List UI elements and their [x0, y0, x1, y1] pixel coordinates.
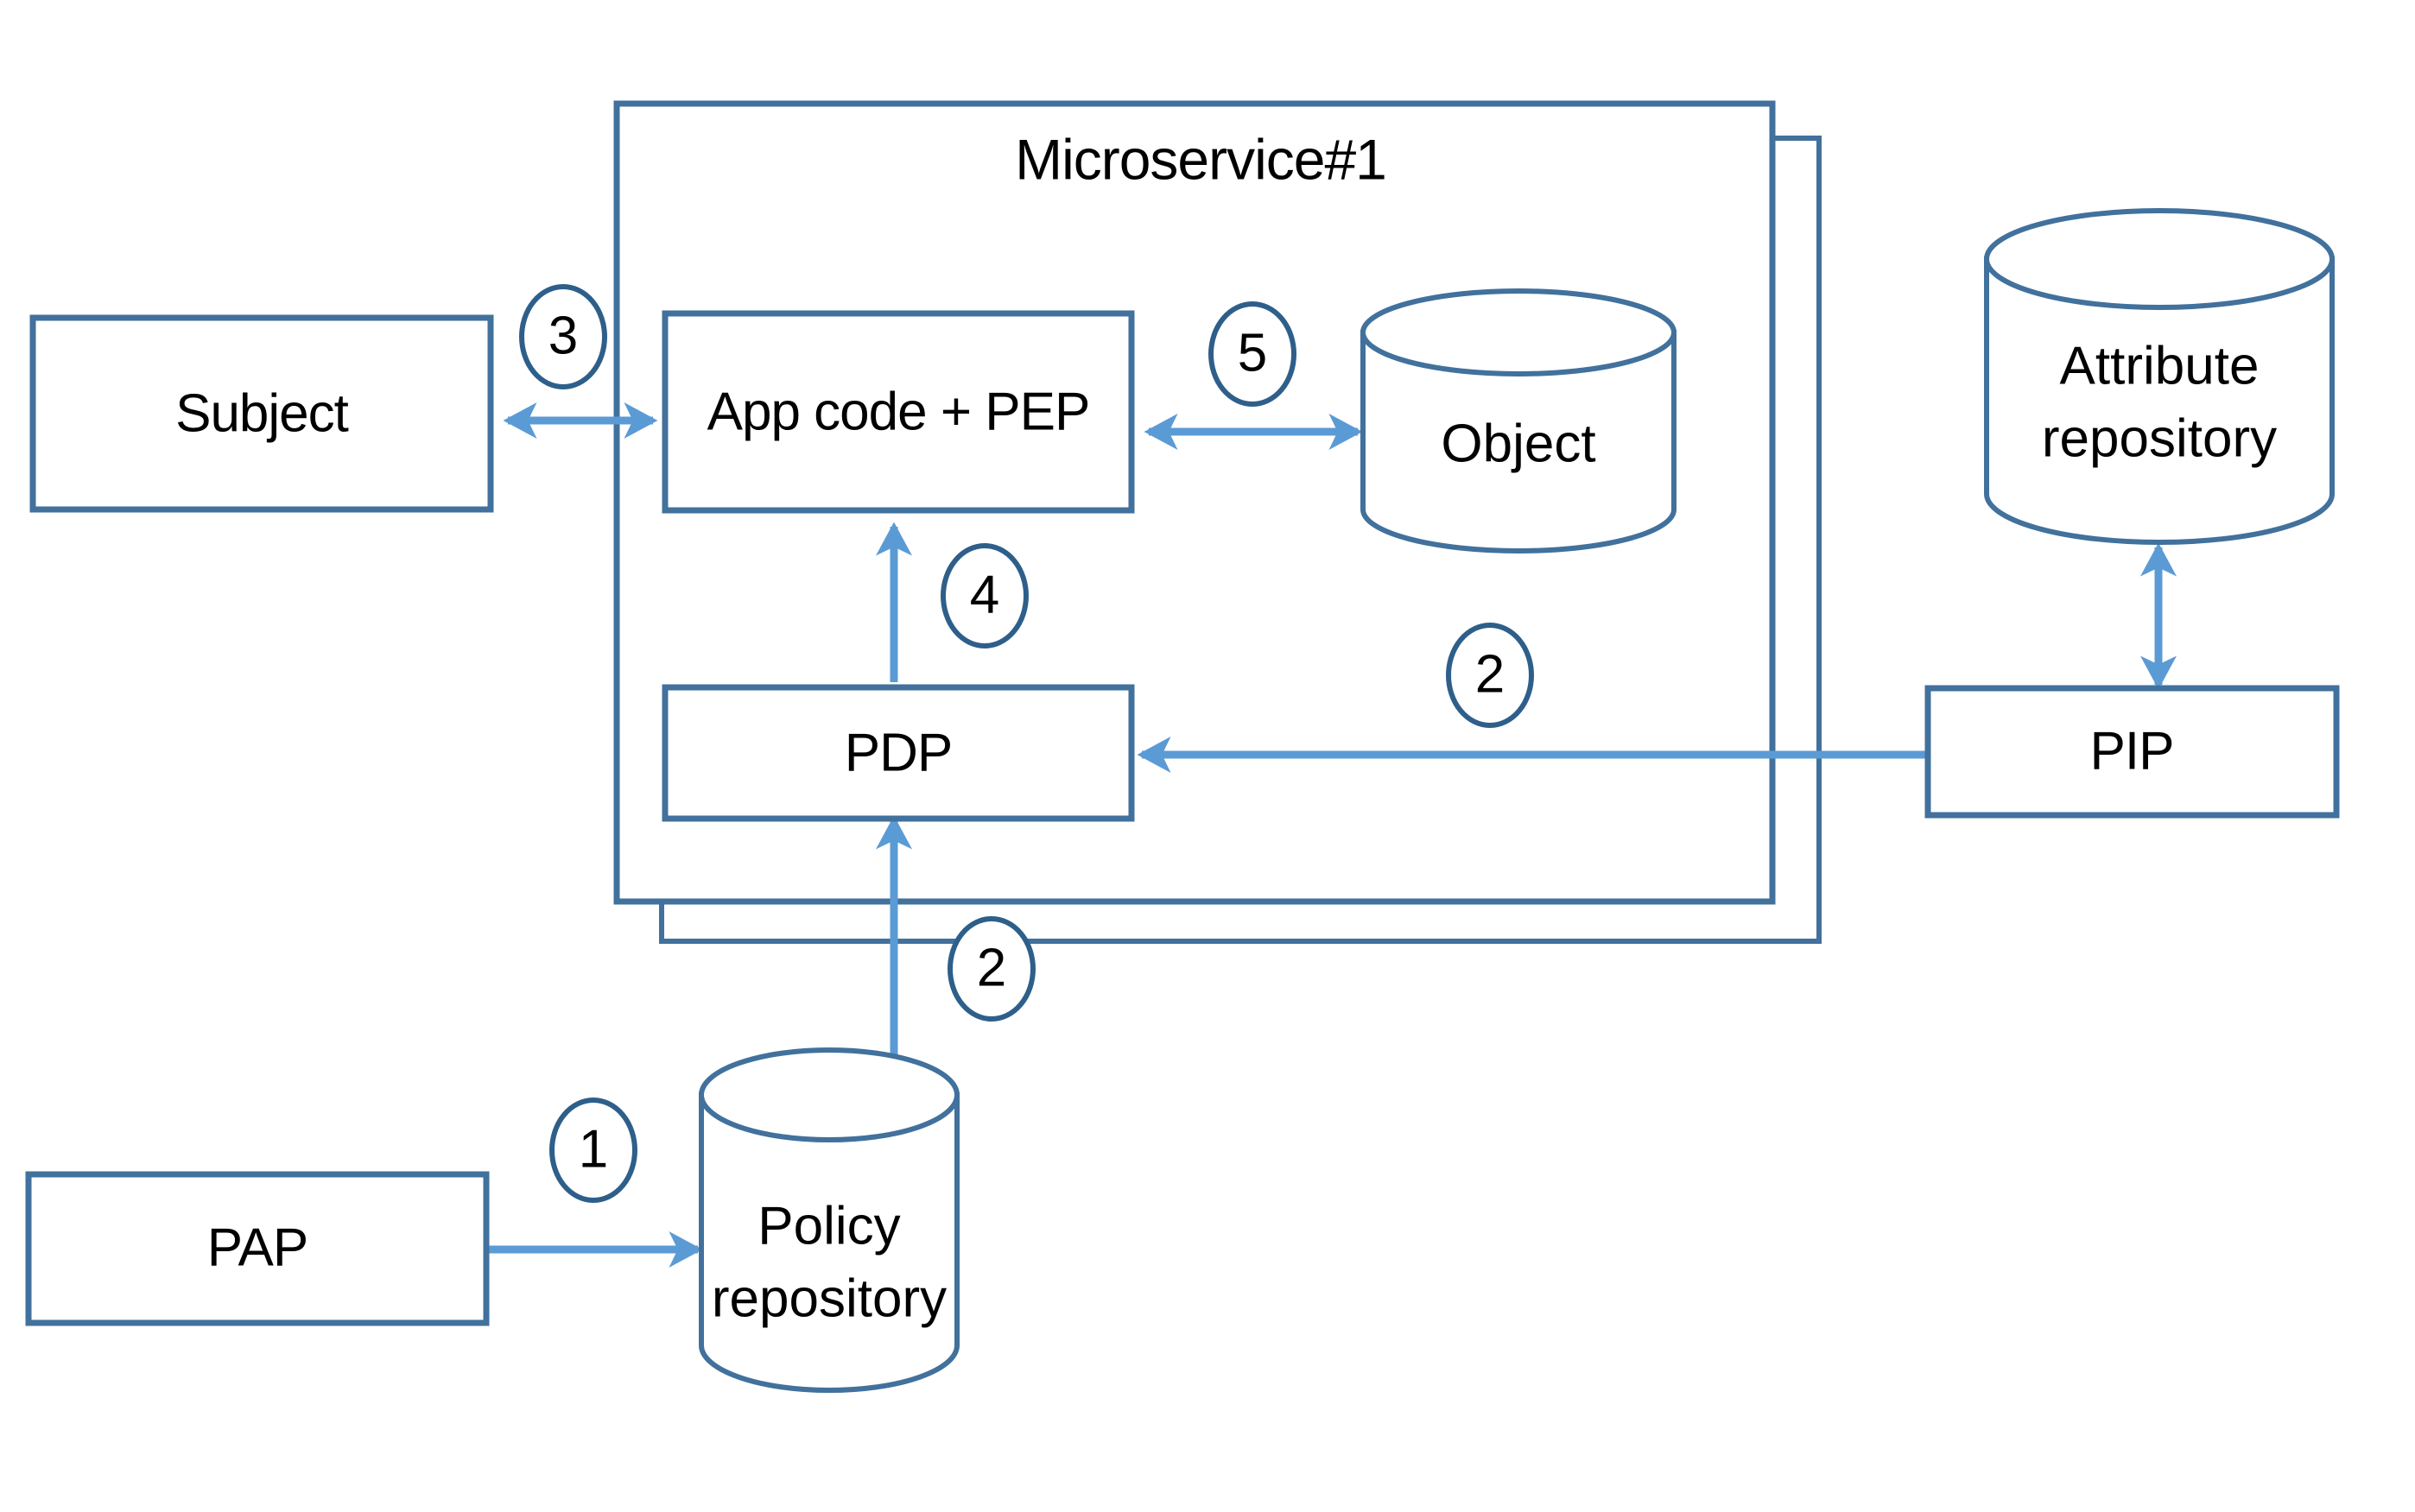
microservice-title: Microservice#1	[1015, 127, 1386, 191]
step-marker-5-ellipse	[1208, 301, 1296, 407]
step-marker-3[interactable]: 3	[519, 284, 607, 389]
node-pap[interactable]: PAP	[25, 1171, 490, 1326]
pap-rect	[25, 1171, 490, 1326]
node-attribute-repository[interactable]: Attribute repository	[1984, 208, 2335, 545]
attribute-repository-label-line2: repository	[2042, 408, 2277, 468]
pdp-rect	[662, 684, 1135, 822]
pip-label: PIP	[2090, 721, 2174, 781]
pap-label: PAP	[207, 1218, 307, 1277]
step-marker-3-label: 3	[548, 306, 578, 365]
step-marker-2-policy-label: 2	[977, 938, 1006, 997]
app-code-pep-label: App code + PEP	[707, 382, 1090, 441]
pip-rect	[1924, 685, 2340, 819]
policy-repository-cylinder-top	[699, 1047, 960, 1142]
step-marker-3-ellipse	[519, 284, 607, 389]
node-policy-repository[interactable]: Policy repository	[699, 1047, 960, 1393]
node-object[interactable]: Object	[1360, 288, 1677, 554]
step-marker-2-attribute-label: 2	[1475, 644, 1505, 704]
node-subject[interactable]: Subject	[29, 314, 494, 513]
step-marker-2-policy-ellipse	[948, 916, 1036, 1022]
attribute-repository-cylinder-top	[1984, 208, 2335, 310]
step-marker-4-label: 4	[970, 565, 999, 624]
step-marker-1-label: 1	[579, 1119, 608, 1179]
step-marker-5-label: 5	[1238, 323, 1267, 383]
app-code-pep-rect	[662, 310, 1135, 514]
object-label: Object	[1441, 414, 1595, 473]
subject-label: Subject	[175, 383, 349, 443]
node-app-code-pep[interactable]: App code + PEP	[662, 310, 1135, 514]
step-marker-4[interactable]: 4	[941, 543, 1029, 648]
node-pdp[interactable]: PDP	[662, 684, 1135, 822]
step-marker-1-ellipse	[549, 1098, 637, 1203]
policy-repository-label-line1: Policy	[757, 1196, 900, 1256]
pdp-label: PDP	[845, 723, 952, 782]
step-marker-2-attribute-ellipse	[1446, 623, 1534, 728]
step-marker-4-ellipse	[941, 543, 1029, 648]
step-marker-2-attribute[interactable]: 2	[1446, 623, 1534, 728]
object-cylinder-body	[1360, 330, 1677, 554]
step-marker-1[interactable]: 1	[549, 1098, 637, 1203]
subject-rect	[29, 314, 494, 513]
attribute-repository-cylinder-body	[1984, 256, 2335, 545]
object-cylinder-top	[1360, 288, 1677, 376]
policy-repository-cylinder-body	[699, 1092, 960, 1393]
step-marker-5[interactable]: 5	[1208, 301, 1296, 407]
step-marker-2-policy[interactable]: 2	[948, 916, 1036, 1022]
node-pip[interactable]: PIP	[1924, 685, 2340, 819]
attribute-repository-label-line1: Attribute	[2060, 336, 2260, 395]
policy-repository-label-line2: repository	[712, 1268, 947, 1328]
